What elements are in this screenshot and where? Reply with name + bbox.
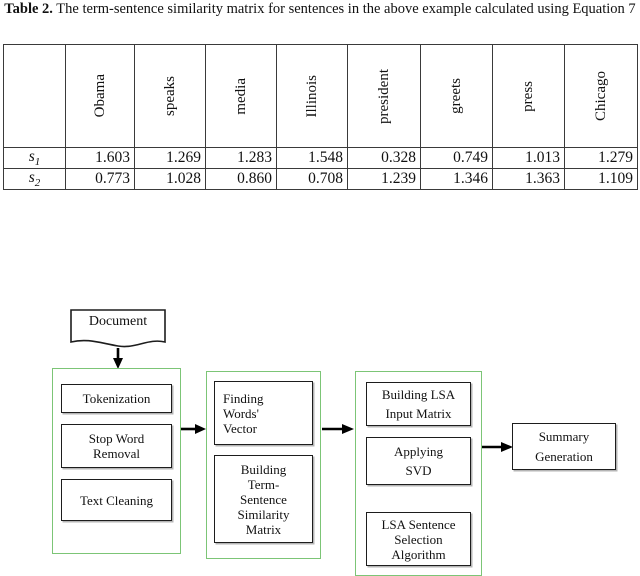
- table-caption-label: Table 2.: [4, 1, 53, 17]
- box-stop-word-removal: Stop Word Removal: [61, 424, 172, 468]
- column-header-label: Obama: [91, 74, 108, 118]
- table-row: s2 0.773 1.028 0.860 0.708 1.239 1.346 1…: [3, 168, 638, 191]
- table-cell: 1.013: [492, 146, 565, 170]
- table-cell: 1.363: [492, 168, 565, 191]
- row-label-cell: s2: [3, 168, 66, 191]
- column-header-label: greets: [448, 78, 464, 114]
- column-header-cell: president: [347, 44, 421, 148]
- box-lsa-sentence-selection-algorithm: LSA Sentence Selection Algorithm: [366, 512, 471, 566]
- document-node-shape: [70, 309, 166, 351]
- row-label: s: [28, 148, 35, 165]
- column-header-label: press: [520, 80, 536, 112]
- table-cell: 1.548: [276, 146, 348, 170]
- similarity-matrix-table-wrapper: Obama speaks media Illinois president gr…: [3, 44, 638, 191]
- document-node-label: Document: [88, 314, 148, 329]
- column-header-cell: press: [492, 44, 565, 148]
- table-cell: 0.749: [420, 146, 493, 170]
- row-label-subscript: 1: [34, 156, 41, 169]
- box-applying-svd: Applying SVD: [366, 437, 471, 485]
- table-cell: 0.328: [347, 146, 421, 170]
- row-label-subscript: 2: [34, 177, 41, 190]
- box-finding-words-vector: Finding Words' Vector: [214, 381, 313, 445]
- column-header-cell: Chicago: [564, 44, 638, 148]
- column-header-label: Illinois: [303, 74, 320, 118]
- column-header-cell: Obama: [65, 44, 135, 148]
- arrow-vectorization-to-lsa: [322, 421, 355, 437]
- column-header-label: Chicago: [592, 71, 609, 121]
- table-cell: 1.239: [347, 168, 421, 191]
- table-row: s1 1.603 1.269 1.283 1.548 0.328 0.749 1…: [3, 146, 638, 170]
- box-summary-generation: Summary Generation: [512, 423, 616, 470]
- table-cell: 0.860: [205, 168, 277, 191]
- arrow-lsa-to-summary: [482, 439, 514, 455]
- row-label-cell: s1: [3, 146, 66, 170]
- column-header-label: speaks: [161, 76, 178, 116]
- table-caption: Table 2. The term-sentence similarity ma…: [0, 1, 640, 18]
- box-building-lsa-input-matrix: Building LSA Input Matrix: [366, 382, 471, 426]
- column-header-cell: speaks: [134, 44, 206, 148]
- table-cell: 1.269: [134, 146, 206, 170]
- similarity-matrix-table: Obama speaks media Illinois president gr…: [3, 44, 638, 191]
- table-cell: 1.603: [65, 146, 135, 170]
- column-header-cell: media: [205, 44, 277, 148]
- table-cell: 1.279: [564, 146, 638, 170]
- column-header-label: media: [232, 77, 249, 115]
- arrow-document-to-preprocessing: [111, 348, 125, 370]
- table-cell: 0.773: [65, 168, 135, 191]
- table-cell: 1.346: [420, 168, 493, 191]
- table-cell: 1.283: [205, 146, 277, 170]
- table-cell: 1.028: [134, 168, 206, 191]
- table-cell: 1.109: [564, 168, 638, 191]
- column-header-cell: greets: [420, 44, 493, 148]
- arrow-preprocessing-to-vectorization: [181, 421, 207, 437]
- column-header-label: president: [375, 68, 392, 124]
- box-text-cleaning: Text Cleaning: [61, 479, 172, 521]
- box-building-term-sentence-similarity-matrix: Building Term- Sentence Similarity Matri…: [214, 455, 313, 543]
- column-header-cell: Illinois: [276, 44, 348, 148]
- row-label: s: [28, 169, 35, 187]
- table-header-row: Obama speaks media Illinois president gr…: [3, 44, 638, 148]
- table-caption-text: The term-sentence similarity matrix for …: [52, 1, 636, 17]
- box-tokenization: Tokenization: [61, 384, 172, 413]
- table-cell: 0.708: [276, 168, 348, 191]
- table-corner-cell: [3, 44, 66, 148]
